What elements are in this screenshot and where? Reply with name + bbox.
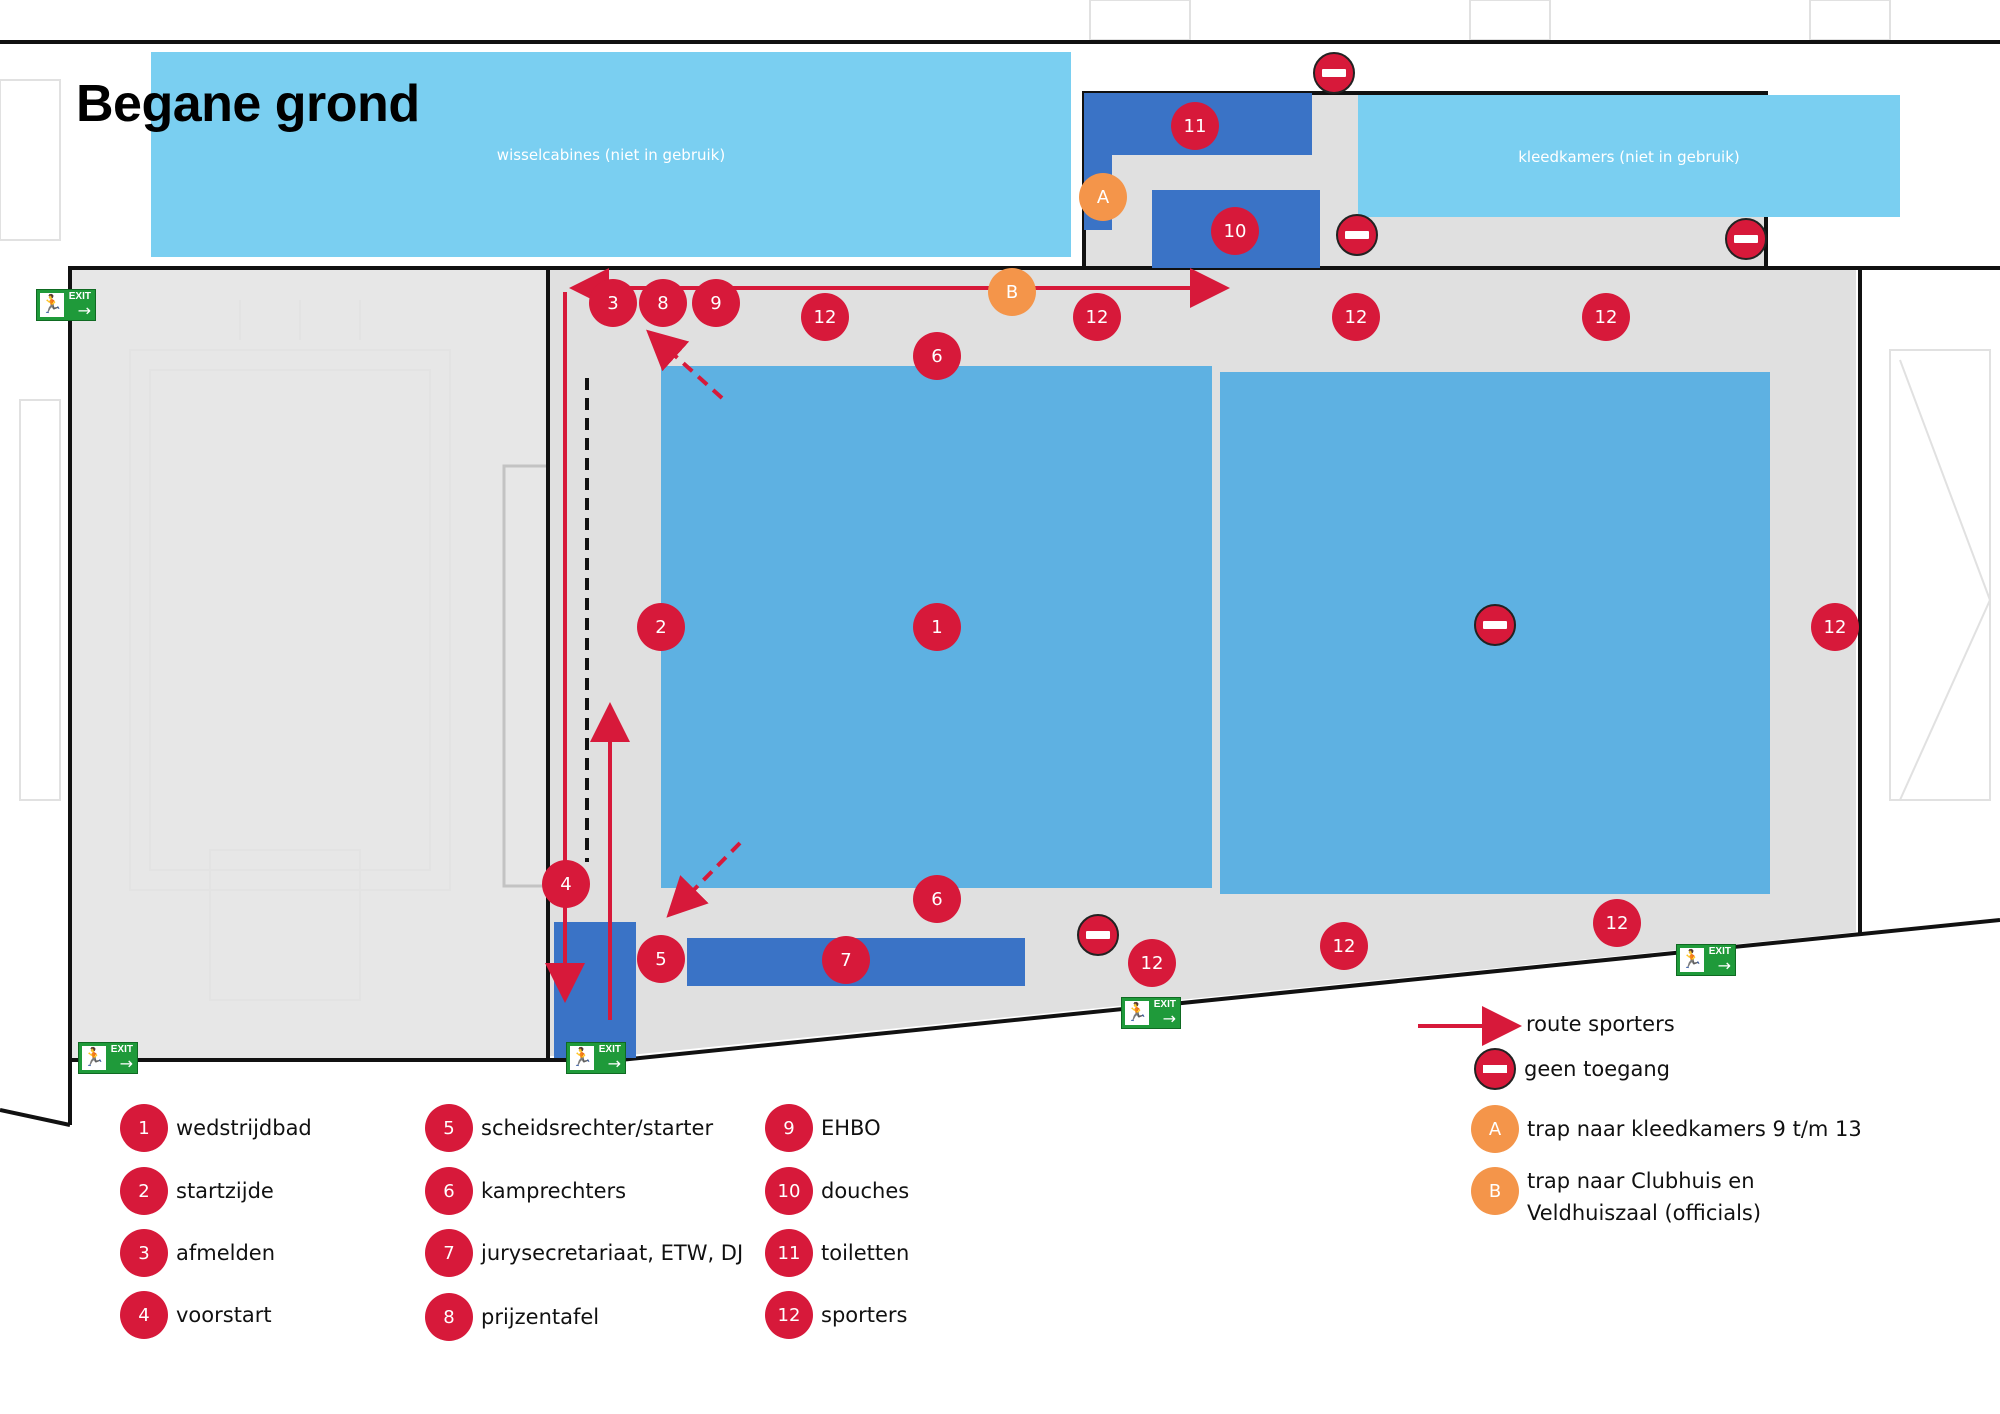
no-entry-icon	[1336, 214, 1378, 256]
page-title: Begane grond	[76, 75, 420, 133]
legend-route: route sporters	[1526, 1012, 1675, 1036]
wisselcabines-zone	[151, 52, 1071, 257]
running-man-icon: 🏃	[570, 1046, 594, 1070]
marker-12[interactable]: 12	[1811, 603, 1859, 651]
marker-12[interactable]: 12	[1593, 899, 1641, 947]
legend-item-5: 5 scheidsrechter/starter	[425, 1104, 713, 1152]
marker-12[interactable]: 12	[1128, 939, 1176, 987]
marker-12[interactable]: 12	[1320, 922, 1368, 970]
legend-item-8: 8 prijzentafel	[425, 1293, 599, 1341]
running-man-icon: 🏃	[1680, 948, 1704, 972]
exit-sign: 🏃 EXIT →	[1121, 997, 1181, 1029]
running-man-icon: 🏃	[40, 293, 64, 317]
marker-12[interactable]: 12	[1073, 293, 1121, 341]
legend-item-2: 2 startzijde	[120, 1167, 274, 1215]
no-entry-icon	[1313, 52, 1355, 94]
arrow-right-icon: →	[77, 301, 91, 320]
legend-item-4: 4 voorstart	[120, 1291, 272, 1339]
exit-sign: 🏃 EXIT →	[36, 289, 96, 321]
marker-9[interactable]: 9	[692, 279, 740, 327]
legend-item-10: 10 douches	[765, 1167, 909, 1215]
legend-item-3: 3 afmelden	[120, 1229, 275, 1277]
wisselcabines-label: wisselcabines (niet in gebruik)	[496, 146, 726, 164]
marker-8[interactable]: 8	[639, 279, 687, 327]
legend-stair-b-text: trap naar Clubhuis en Veldhuiszaal (offi…	[1527, 1169, 1762, 1225]
marker-stair-a[interactable]: A	[1079, 173, 1127, 221]
marker-stair-b[interactable]: B	[988, 268, 1036, 316]
arrow-right-icon: →	[119, 1054, 133, 1073]
marker-5[interactable]: 5	[637, 935, 685, 983]
legend-no-access: geen toegang	[1474, 1048, 1670, 1090]
marker-1[interactable]: 1	[913, 603, 961, 651]
arrow-right-icon: →	[607, 1054, 621, 1073]
legend-item-11: 11 toiletten	[765, 1229, 909, 1277]
legend-stair-a: A trap naar kleedkamers 9 t/m 13	[1471, 1105, 1862, 1153]
marker-7[interactable]: 7	[822, 936, 870, 984]
marker-10[interactable]: 10	[1211, 207, 1259, 255]
marker-12[interactable]: 12	[1332, 293, 1380, 341]
no-entry-icon	[1474, 1048, 1516, 1090]
marker-3[interactable]: 3	[589, 279, 637, 327]
arrow-right-icon: →	[1717, 956, 1731, 975]
marker-11[interactable]: 11	[1171, 102, 1219, 150]
exit-sign: 🏃 EXIT →	[1676, 944, 1736, 976]
legend-stair-b: B trap naar Clubhuis en Veldhuiszaal (of…	[1471, 1167, 1761, 1229]
marker-12[interactable]: 12	[1582, 293, 1630, 341]
marker-12[interactable]: 12	[801, 293, 849, 341]
no-entry-icon	[1725, 218, 1767, 260]
legend-item-9: 9 EHBO	[765, 1104, 881, 1152]
exit-sign: 🏃 EXIT →	[78, 1042, 138, 1074]
marker-4[interactable]: 4	[542, 860, 590, 908]
marker-6[interactable]: 6	[913, 332, 961, 380]
marker-6[interactable]: 6	[913, 875, 961, 923]
marker-2[interactable]: 2	[637, 603, 685, 651]
running-man-icon: 🏃	[82, 1046, 106, 1070]
kleedkamers-zone	[1358, 95, 1900, 217]
legend-item-1: 1 wedstrijdbad	[120, 1104, 312, 1152]
running-man-icon: 🏃	[1125, 1001, 1149, 1025]
no-entry-icon	[1474, 604, 1516, 646]
no-entry-icon	[1077, 914, 1119, 956]
legend-item-6: 6 kamprechters	[425, 1167, 626, 1215]
legend-item-12: 12 sporters	[765, 1291, 907, 1339]
kleedkamers-label: kleedkamers (niet in gebruik)	[1518, 148, 1740, 166]
exit-sign: 🏃 EXIT →	[566, 1042, 626, 1074]
arrow-right-icon: →	[1162, 1009, 1176, 1028]
legend-item-7: 7 jurysecretariaat, ETW, DJ	[425, 1229, 743, 1277]
